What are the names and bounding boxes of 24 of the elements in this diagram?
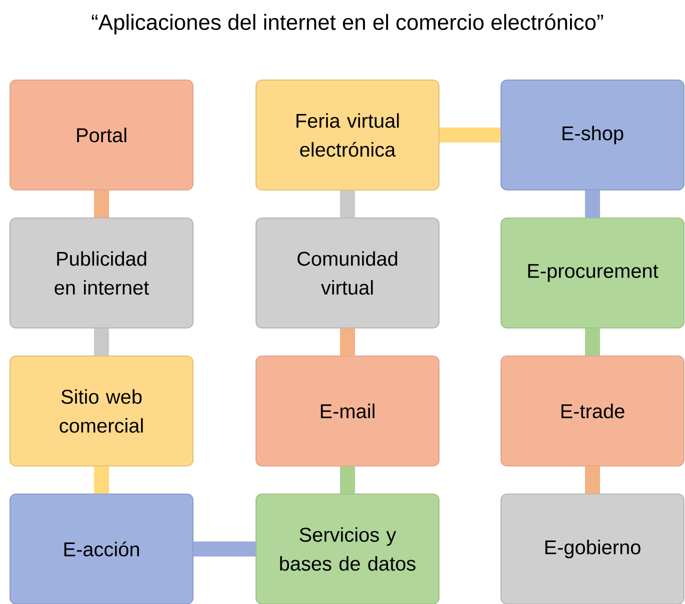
connector-bar: [585, 190, 600, 218]
process-box: Portal: [10, 80, 194, 190]
process-box: Comunidad virtual: [256, 218, 440, 328]
process-box: Servicios y bases de datos: [256, 494, 440, 604]
connector-bar: [94, 466, 109, 494]
connector-bar: [340, 328, 355, 356]
process-box: E-trade: [500, 356, 684, 466]
process-box: Sitio web comercial: [10, 356, 194, 466]
connector-bar: [94, 328, 109, 356]
process-box: Feria virtual electrónica: [256, 80, 440, 190]
process-box: E-gobierno: [500, 494, 684, 604]
process-box: Publicidad en internet: [10, 218, 194, 328]
connector-bar: [585, 466, 600, 494]
connector-bar: [585, 328, 600, 356]
connector-bar: [340, 190, 355, 218]
process-box: E-shop: [500, 80, 684, 190]
connector-bar: [94, 190, 109, 218]
process-box: E-procurement: [500, 218, 684, 328]
title: “Aplicaciones del internet en el comercio electrónico”: [92, 14, 604, 34]
process-box: E-acción: [10, 494, 194, 604]
process-box: E-mail: [256, 356, 440, 466]
connector-bar: [439, 128, 501, 142]
connector-bar: [193, 542, 256, 556]
connector-bar: [340, 466, 355, 494]
